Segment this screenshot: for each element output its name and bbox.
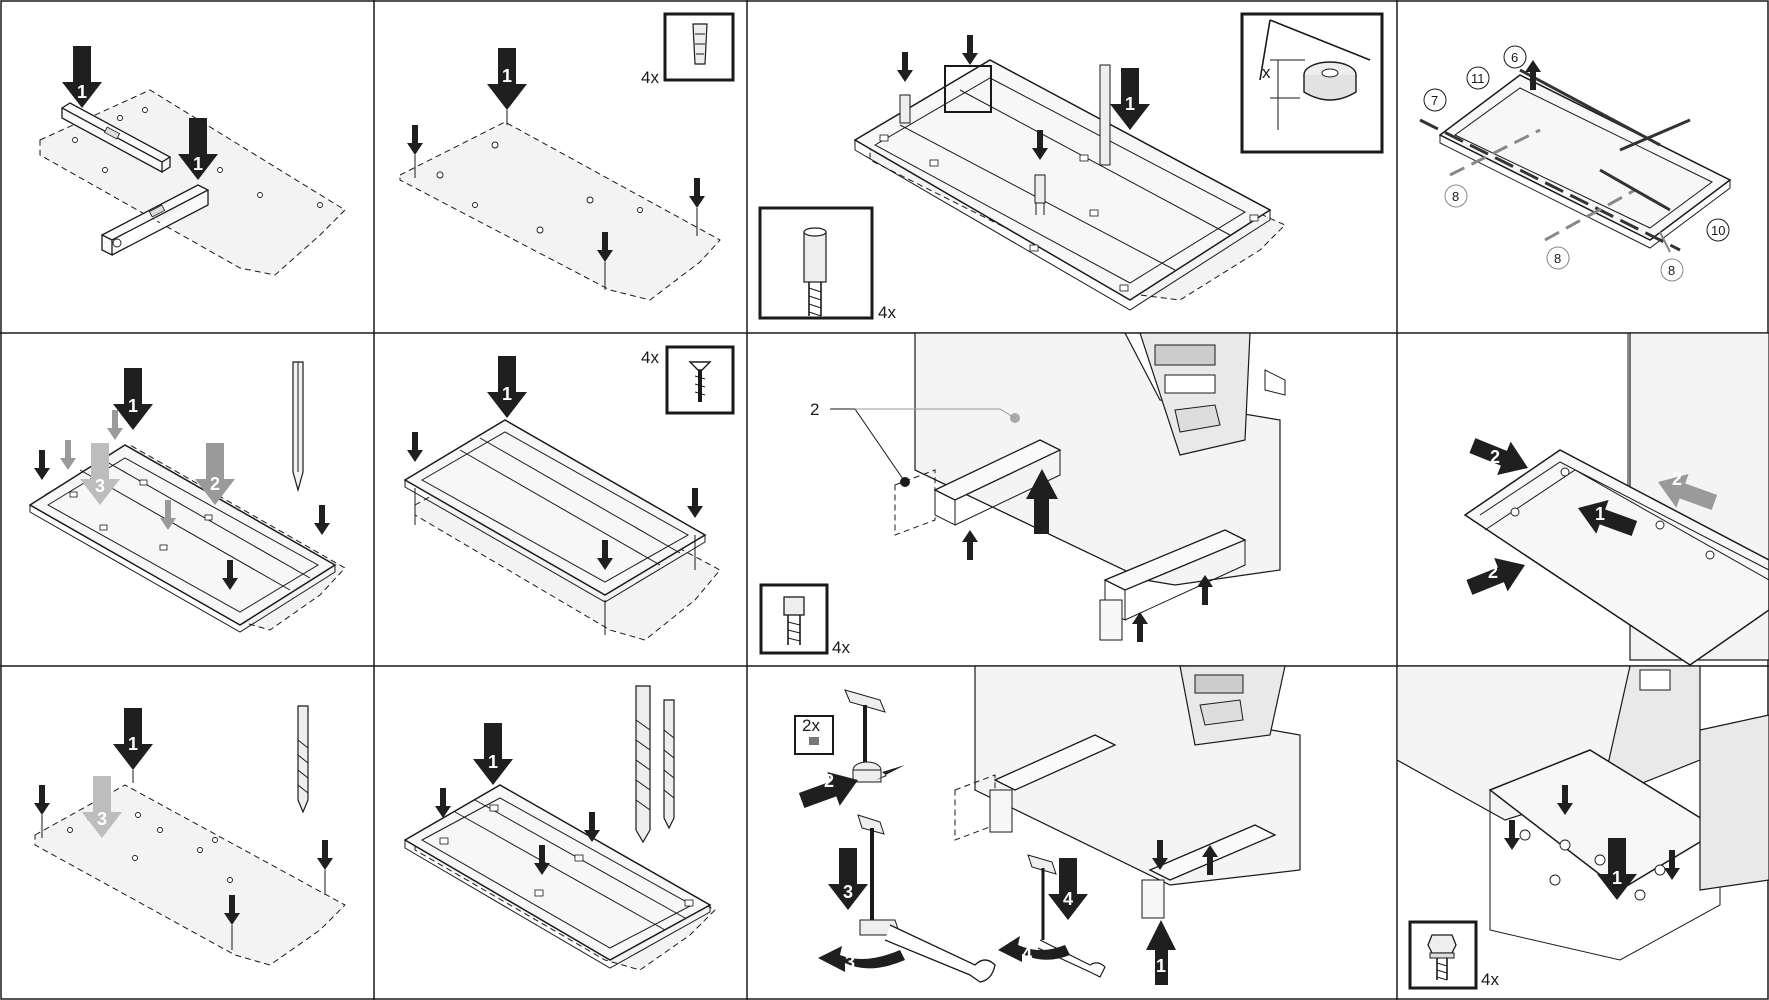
step-arrow: 2	[195, 443, 235, 505]
step-arrow: 1	[473, 723, 513, 785]
callout-number: 7	[1431, 93, 1438, 108]
quantity-label: 4x	[641, 348, 659, 367]
push-arrow: 2	[1651, 465, 1721, 520]
callout-number: 2	[810, 400, 819, 419]
drill-mark-arrow	[407, 110, 705, 290]
step-arrow: 1	[897, 35, 1150, 160]
callout-number: 10	[1711, 223, 1725, 238]
panel-6-screw-frame: 1 4x	[403, 345, 735, 641]
step-number: 1	[128, 396, 138, 416]
screw-icon	[688, 361, 712, 402]
drill-point-arrow	[34, 770, 333, 950]
hex-bolt-icon	[783, 596, 805, 645]
panel-7-machine-mount: 2 4x	[759, 332, 1286, 657]
step-arrow: 1	[62, 46, 102, 108]
frame-mounting-holes	[69, 479, 213, 551]
step-arrow: 1	[487, 356, 527, 418]
step-number: 3	[845, 952, 855, 972]
panel-9-drill-template: 1 3	[34, 705, 346, 966]
screw-guide-lines	[414, 488, 696, 635]
step-number: 1	[1156, 956, 1166, 976]
quantity-label: 4x	[878, 303, 896, 322]
step-number: 2	[1672, 469, 1682, 489]
step-number: 1	[193, 154, 203, 174]
callout-number: 8	[1452, 189, 1459, 204]
anchor-bolts	[899, 64, 1111, 215]
panel-4-frame-measure: 6 11 7 8 8 8 10	[1419, 45, 1732, 282]
panel-1-level-template: 1 1	[39, 46, 346, 276]
hex-bolt-icon	[1427, 934, 1457, 981]
step-number: 1	[488, 752, 498, 772]
callout-number: 8	[1668, 263, 1675, 278]
pencil-icon	[292, 361, 304, 493]
step-number: 2	[824, 771, 834, 791]
panel-3-frame-bolts: 1 x 4x	[758, 12, 1384, 322]
panel-2-mark-anchors: 1 4x	[399, 12, 735, 301]
step-arrow: 1	[113, 368, 153, 430]
frame-mounting-holes	[1510, 467, 1715, 560]
quantity-label: 2x	[802, 716, 820, 735]
levelling-foot-detail	[844, 689, 886, 783]
quantity-label: 4x	[1481, 970, 1499, 989]
callout-number: 6	[1511, 50, 1518, 65]
base-frame	[1463, 449, 1769, 666]
quantity-label: 4x	[641, 68, 659, 87]
dimension-callouts: 6 11 7 8 8 8 10	[1423, 45, 1730, 282]
panel-5-mark-holes: 1 2 3	[28, 361, 346, 633]
step-arrow: 1	[1597, 838, 1637, 900]
step-number: 2	[1490, 447, 1500, 467]
step-arrow: 1	[113, 708, 153, 770]
spirit-level	[100, 184, 210, 257]
step-number: 1	[1595, 504, 1605, 524]
step-number: 1	[128, 734, 138, 754]
wrench-step-4: 4 4	[998, 854, 1106, 978]
wrench-step-3: 3 3	[818, 814, 996, 983]
step-number: 1	[1125, 94, 1135, 114]
callout-number: 8	[1554, 251, 1561, 266]
open-door	[1699, 714, 1769, 891]
wall-anchor-icon	[692, 23, 708, 65]
frame-mounting-holes	[879, 134, 1259, 292]
floor-template	[399, 121, 721, 301]
step-number: 3	[95, 476, 105, 496]
bolt-detail-box	[759, 583, 829, 655]
step-number: 3	[843, 882, 853, 902]
panel-8-align-frame: 2 2 1 2	[1462, 332, 1769, 666]
step-number: 1	[502, 384, 512, 404]
base-plate-holes	[1519, 829, 1666, 901]
drill-bit-icon	[635, 685, 675, 844]
step-number: 4	[1063, 889, 1073, 909]
drill-bit-icon	[297, 705, 309, 814]
tighten-arrow: 2	[795, 763, 905, 818]
spacer-bolt-icon	[803, 227, 827, 317]
push-arrow: 2 2 1	[1462, 428, 1641, 605]
step-arrow: 1	[178, 118, 218, 180]
step-arrow: 1	[487, 48, 527, 110]
frame-mounting-holes	[439, 804, 694, 907]
step-arrow: 3	[82, 776, 122, 838]
mounting-rail	[993, 734, 1117, 791]
template-holes	[436, 141, 643, 234]
adjust-arrow: 1	[1146, 840, 1218, 985]
panel-12-bolt-base: 1 4x	[1396, 665, 1769, 990]
panel-10-drill-frame: 1	[403, 685, 716, 971]
step-number: 1	[77, 82, 87, 102]
detail-highlight	[944, 65, 992, 113]
callout-number: 11	[1471, 71, 1485, 86]
washer-height-detail: x	[1259, 19, 1371, 130]
bolt-up-arrow	[962, 469, 1213, 642]
step-arrow: 3	[80, 443, 120, 505]
step-number: 2	[1488, 562, 1498, 582]
panel-11-adjust-feet: 1 2x 2 3 3	[794, 665, 1301, 985]
step-number: 2	[210, 474, 220, 494]
floor-template	[34, 784, 346, 966]
step-number: 1	[502, 66, 512, 86]
dimension-label: x	[1262, 63, 1271, 82]
step-number: 1	[1612, 868, 1622, 888]
step-number: 3	[97, 809, 107, 829]
step-number: 4	[1022, 944, 1032, 964]
quantity-label: 4x	[832, 638, 850, 657]
quantity-box	[794, 715, 834, 755]
